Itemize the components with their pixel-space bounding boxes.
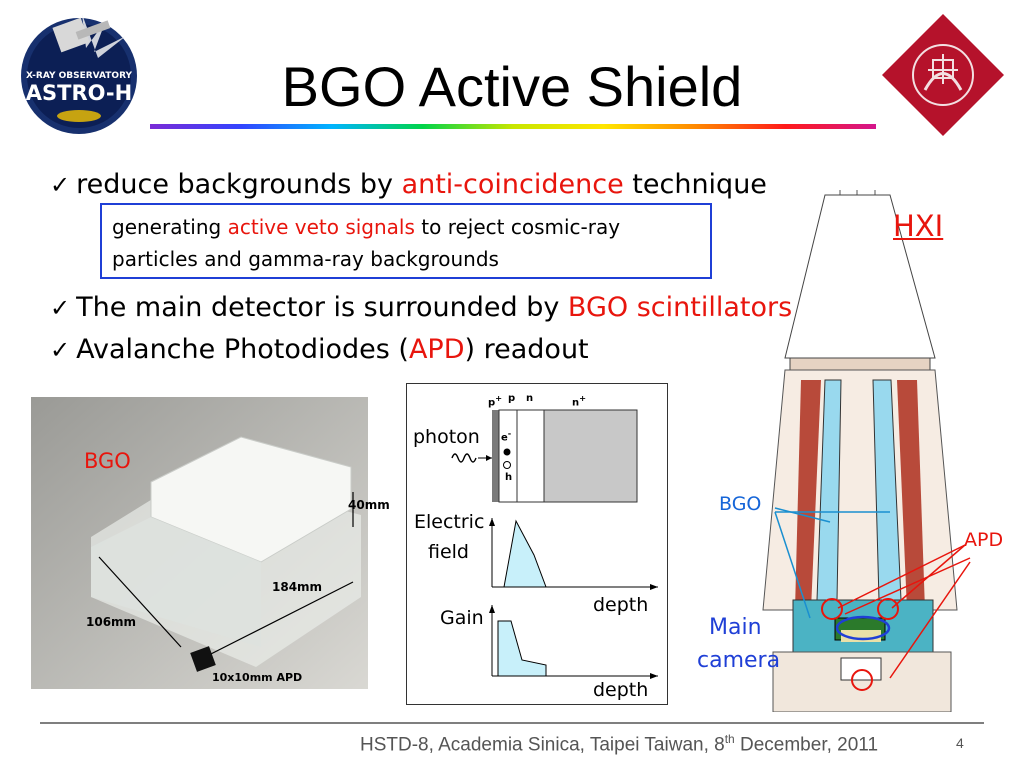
photo-apd-label: 10x10mm APD <box>212 671 303 684</box>
hxi-bgo-label: BGO <box>719 493 762 515</box>
astro-h-logo: X-RAY OBSERVATORY ASTRO-H <box>21 14 137 134</box>
hxi-main-label-2: camera <box>697 648 781 673</box>
hxi-callouts <box>774 507 971 691</box>
bullet-3: ✓Avalanche Photodiodes (APD) readout <box>50 334 589 365</box>
hxi-title: HXI <box>893 209 944 243</box>
photo-height-label: 40mm <box>348 498 390 512</box>
logo-top-text: X-RAY OBSERVATORY <box>26 71 133 81</box>
photo-length-label: 184mm <box>272 580 323 594</box>
hxi-main-label-1: Main <box>709 615 762 640</box>
field-label-1: Electric <box>414 511 485 533</box>
bgo-crystal-photo <box>31 397 368 689</box>
depth-label-1: depth <box>593 594 649 616</box>
electron-label: e- <box>501 428 512 444</box>
layer-n-plus: n+ <box>572 393 587 409</box>
page-title: BGO Active Shield <box>281 55 743 118</box>
apd-diagram <box>406 383 668 705</box>
footer-divider <box>40 722 984 724</box>
gain-label: Gain <box>440 607 484 629</box>
footer-text: HSTD-8, Academia Sinica, Taipei Taiwan, … <box>360 732 879 756</box>
photon-label: photon <box>413 426 480 448</box>
check-icon: ✓ <box>50 294 71 322</box>
page-number: 4 <box>956 735 964 751</box>
bullet-1: ✓reduce backgrounds by anti-coincidence … <box>50 169 767 200</box>
photo-bgo-label: BGO <box>84 449 131 473</box>
field-label-2: field <box>428 541 469 563</box>
hxi-detector-drawing <box>762 190 958 712</box>
layer-p: p <box>508 393 516 404</box>
check-icon: ✓ <box>50 336 71 364</box>
apd-structure-drawing <box>451 409 658 679</box>
layer-n: n <box>526 393 534 404</box>
depth-label-2: depth <box>593 679 649 701</box>
note-box: generating active veto signals to reject… <box>100 203 712 279</box>
logo-main-text: ASTRO-H <box>26 81 132 105</box>
check-icon: ✓ <box>50 171 71 199</box>
photo-width-label: 106mm <box>86 615 137 629</box>
university-crest <box>882 14 1004 136</box>
title-divider <box>150 124 876 129</box>
hxi-apd-label: APD <box>964 529 1004 551</box>
layer-p-plus: p+ <box>488 393 503 409</box>
hole-label: h <box>505 472 513 483</box>
bullet-2: ✓The main detector is surrounded by BGO … <box>50 292 793 323</box>
